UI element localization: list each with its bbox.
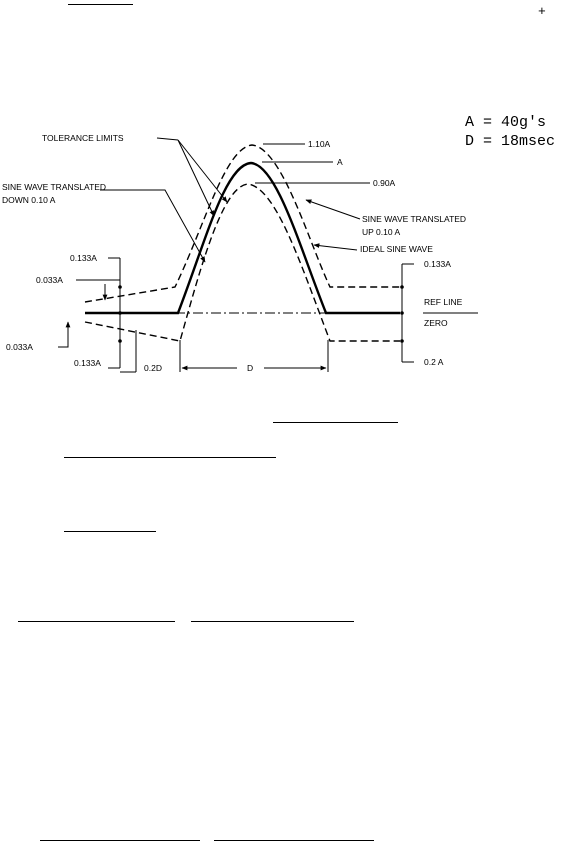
underline-field-2a [40, 840, 200, 841]
label-upper-band-right: 0.133A [424, 259, 451, 269]
label-pre-pulse: 0.2D [144, 363, 162, 373]
translated-down-leader [100, 189, 206, 263]
tolerance-arrow-lower [177, 139, 215, 217]
label-translated-down-2: DOWN 0.10 A [2, 195, 56, 205]
label-translated-down-1: SINE WAVE TRANSLATED [2, 182, 106, 192]
tolerance-limits-leader [156, 137, 179, 141]
label-peak: A [337, 157, 343, 167]
upper-tolerance-curve [84, 144, 400, 303]
ideal-leader [313, 243, 358, 251]
underline-field-1a [18, 621, 175, 622]
duration-parameter: D = 18msec [465, 133, 556, 150]
label-duration: D [247, 363, 253, 373]
label-ref-line: REF LINE [424, 297, 463, 307]
label-tolerance-limits: TOLERANCE LIMITS [42, 133, 124, 143]
label-translated-up-2: UP 0.10 A [362, 227, 400, 237]
inner-lower-leader [58, 334, 69, 348]
right-point-ref [400, 311, 404, 315]
label-ideal-sine-wave: IDEAL SINE WAVE [360, 244, 433, 254]
label-lower-band-right: 0.2 A [424, 357, 444, 367]
label-upper-limit: 1.10A [308, 139, 331, 149]
underline-field-1b [191, 621, 354, 622]
label-zero: ZERO [424, 318, 448, 328]
label-lower-limit: 0.90A [373, 178, 396, 188]
label-translated-up-1: SINE WAVE TRANSLATED [362, 214, 466, 224]
label-upper-band-left: 0.133A [70, 253, 97, 263]
translated-up-leader [305, 199, 361, 220]
amplitude-parameter: A = 40g's [465, 114, 547, 131]
lower-tolerance-curve [84, 183, 400, 342]
right-point-lower [400, 339, 404, 343]
left-point-lower [118, 339, 122, 343]
underline-field-2b [214, 840, 374, 841]
underline-caption [273, 422, 398, 423]
label-lower-band-left: 0.133A [74, 358, 101, 368]
shock-parameters: A = 40g's D = 18msec [465, 113, 555, 151]
ideal-sine-wave-curve [85, 161, 400, 315]
header-underline [68, 4, 133, 5]
underline-section-1 [64, 457, 276, 458]
underline-section-2 [64, 531, 156, 532]
left-point-ref [118, 311, 122, 315]
plus-sign: + [538, 4, 546, 19]
label-inner-lower-left: 0.033A [6, 342, 33, 352]
tolerance-arrow-upper [177, 139, 228, 203]
label-inner-upper-left: 0.033A [36, 275, 63, 285]
right-point-upper [400, 285, 404, 289]
left-point-upper [118, 285, 122, 289]
